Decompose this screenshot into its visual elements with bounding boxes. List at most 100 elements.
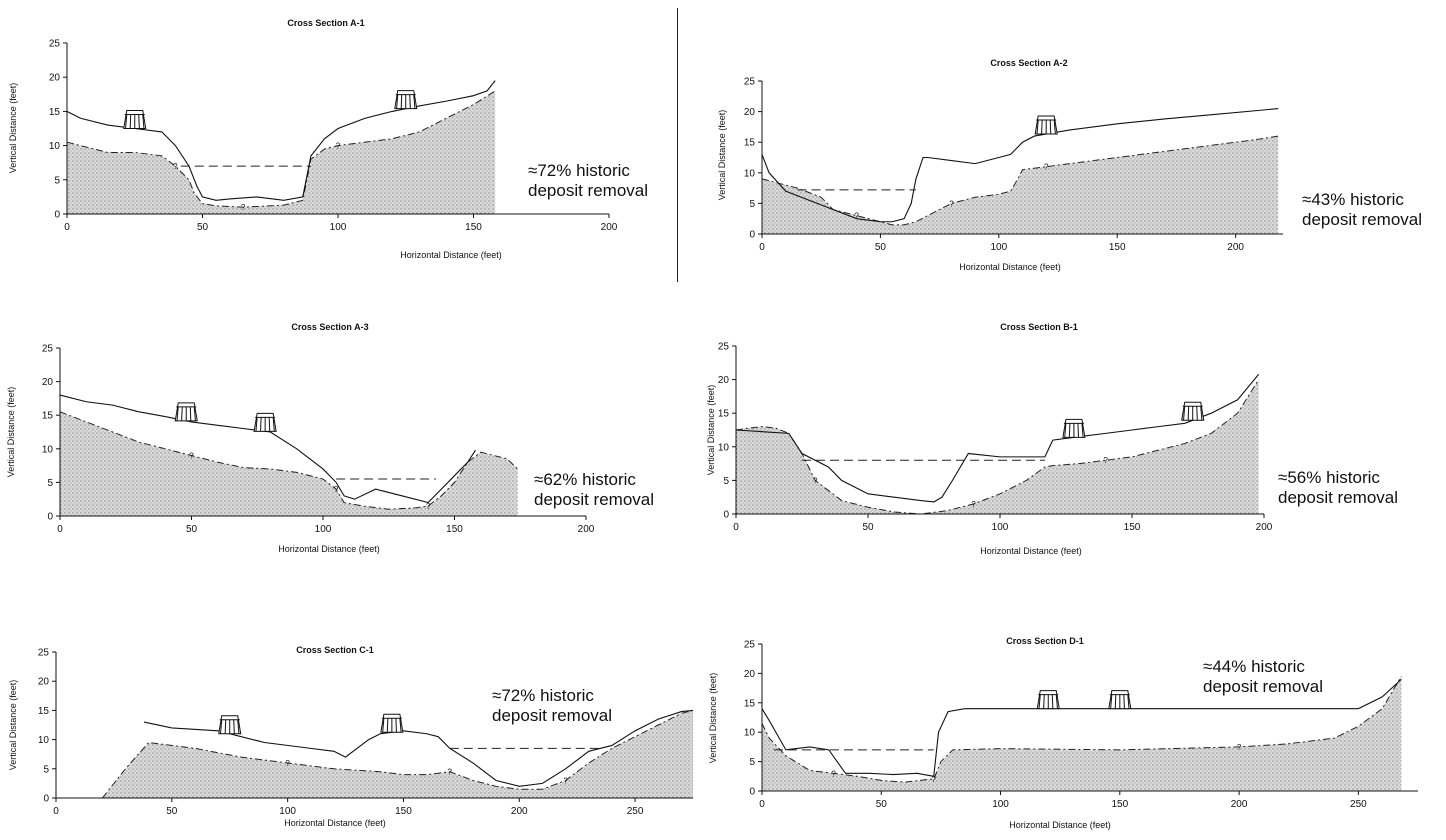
- x-tick-label: 150: [1111, 799, 1128, 810]
- ground-line: [66, 90, 496, 208]
- y-axis-label: Vertical Distance (feet): [708, 673, 718, 764]
- y-tick-label: 0: [749, 787, 755, 798]
- ground-line: [101, 709, 694, 799]
- chart-title: Cross Section A-3: [291, 322, 368, 332]
- y-tick-label: 25: [718, 342, 730, 353]
- y-tick-label: 20: [38, 677, 50, 688]
- ground-line: [735, 379, 1260, 515]
- structure-icon: [218, 715, 242, 735]
- x-axis-label: Horizontal Distance (feet): [400, 250, 502, 260]
- ground-area: [102, 710, 693, 798]
- x-tick-label: 200: [511, 806, 528, 817]
- x-axis-label: Horizontal Distance (feet): [959, 262, 1061, 272]
- structure-icon: [1181, 401, 1205, 421]
- ground-area: [736, 379, 1259, 514]
- y-axis-label: Vertical Distance (feet): [8, 83, 18, 174]
- uncertain-marker: ?: [241, 203, 246, 212]
- surface-line: [59, 394, 477, 504]
- structure-icon: [1108, 690, 1132, 710]
- chart-title: Cross Section C-1: [296, 645, 374, 655]
- uncertain-marker: ?: [563, 776, 568, 785]
- x-tick-label: 200: [1256, 522, 1273, 533]
- x-tick-label: 200: [1231, 799, 1248, 810]
- uncertain-marker: ?: [285, 759, 290, 768]
- uncertain-marker: ?: [1237, 743, 1242, 752]
- y-axis-label: Vertical Distance (feet): [717, 110, 727, 201]
- x-tick-label: 0: [53, 806, 59, 817]
- uncertain-marker: ?: [932, 775, 937, 784]
- y-tick-label: 10: [38, 735, 50, 746]
- surface-line: [735, 373, 1260, 503]
- structure-icon: [253, 412, 277, 432]
- uncertain-marker: ?: [426, 502, 431, 511]
- surface-line: [143, 709, 694, 787]
- chart-title: Cross Section B-1: [1000, 322, 1078, 332]
- x-tick-label: 250: [1350, 799, 1367, 810]
- structure-icon: [1034, 115, 1058, 135]
- x-axis-label: Horizontal Distance (feet): [278, 544, 380, 554]
- structure-icon: [123, 110, 147, 129]
- y-tick-label: 25: [744, 640, 756, 651]
- y-tick-label: 15: [42, 411, 54, 422]
- x-tick-label: 250: [627, 806, 644, 817]
- panel-divider: [677, 8, 678, 282]
- x-tick-label: 50: [875, 242, 887, 253]
- uncertain-marker: ?: [855, 212, 860, 221]
- chart-title: Cross Section A-2: [990, 58, 1067, 68]
- x-axis-label: Horizontal Distance (feet): [1009, 820, 1111, 830]
- x-tick-label: 150: [1124, 522, 1141, 533]
- x-tick-label: 200: [1227, 242, 1244, 253]
- x-tick-label: 0: [57, 524, 63, 535]
- uncertain-marker: ?: [189, 452, 194, 461]
- y-axis-label: Vertical Distance (feet): [8, 680, 18, 771]
- ground-area: [762, 676, 1402, 791]
- x-tick-label: 200: [601, 222, 618, 233]
- y-tick-label: 15: [744, 698, 756, 709]
- y-tick-label: 10: [42, 444, 54, 455]
- x-tick-label: 150: [446, 524, 463, 535]
- x-tick-label: 100: [992, 799, 1009, 810]
- surface-line: [761, 678, 1402, 777]
- chart-title: Cross Section A-1: [287, 18, 364, 28]
- x-tick-label: 0: [759, 242, 765, 253]
- chart-title: Cross Section D-1: [1006, 636, 1084, 646]
- x-tick-label: 150: [1109, 242, 1126, 253]
- y-tick-label: 20: [42, 377, 54, 388]
- uncertain-marker: ?: [949, 199, 954, 208]
- y-tick-label: 5: [749, 199, 755, 210]
- structure-icon: [394, 90, 418, 110]
- ground-line: [761, 135, 1279, 226]
- x-axis-label: Horizontal Distance (feet): [284, 818, 386, 828]
- y-axis-label: Vertical Distance (feet): [706, 385, 716, 476]
- ground-line: [761, 676, 1402, 783]
- y-tick-label: 5: [43, 764, 49, 775]
- y-tick-label: 20: [718, 375, 730, 386]
- uncertain-marker: ?: [831, 769, 836, 778]
- x-tick-label: 100: [279, 806, 296, 817]
- structure-icon: [174, 402, 198, 422]
- x-tick-label: 50: [197, 222, 209, 233]
- x-tick-label: 0: [759, 799, 765, 810]
- y-tick-label: 25: [42, 344, 54, 355]
- y-tick-label: 5: [47, 478, 53, 489]
- surface-line: [761, 107, 1279, 223]
- x-tick-label: 100: [992, 522, 1009, 533]
- uncertain-marker: ?: [813, 476, 818, 485]
- ground-area: [67, 90, 496, 214]
- x-tick-label: 0: [733, 522, 739, 533]
- x-tick-label: 50: [862, 522, 874, 533]
- structure-icon: [1036, 690, 1060, 710]
- x-tick-label: 50: [186, 524, 198, 535]
- y-tick-label: 25: [49, 39, 61, 50]
- x-tick-label: 50: [876, 799, 888, 810]
- y-tick-label: 10: [744, 728, 756, 739]
